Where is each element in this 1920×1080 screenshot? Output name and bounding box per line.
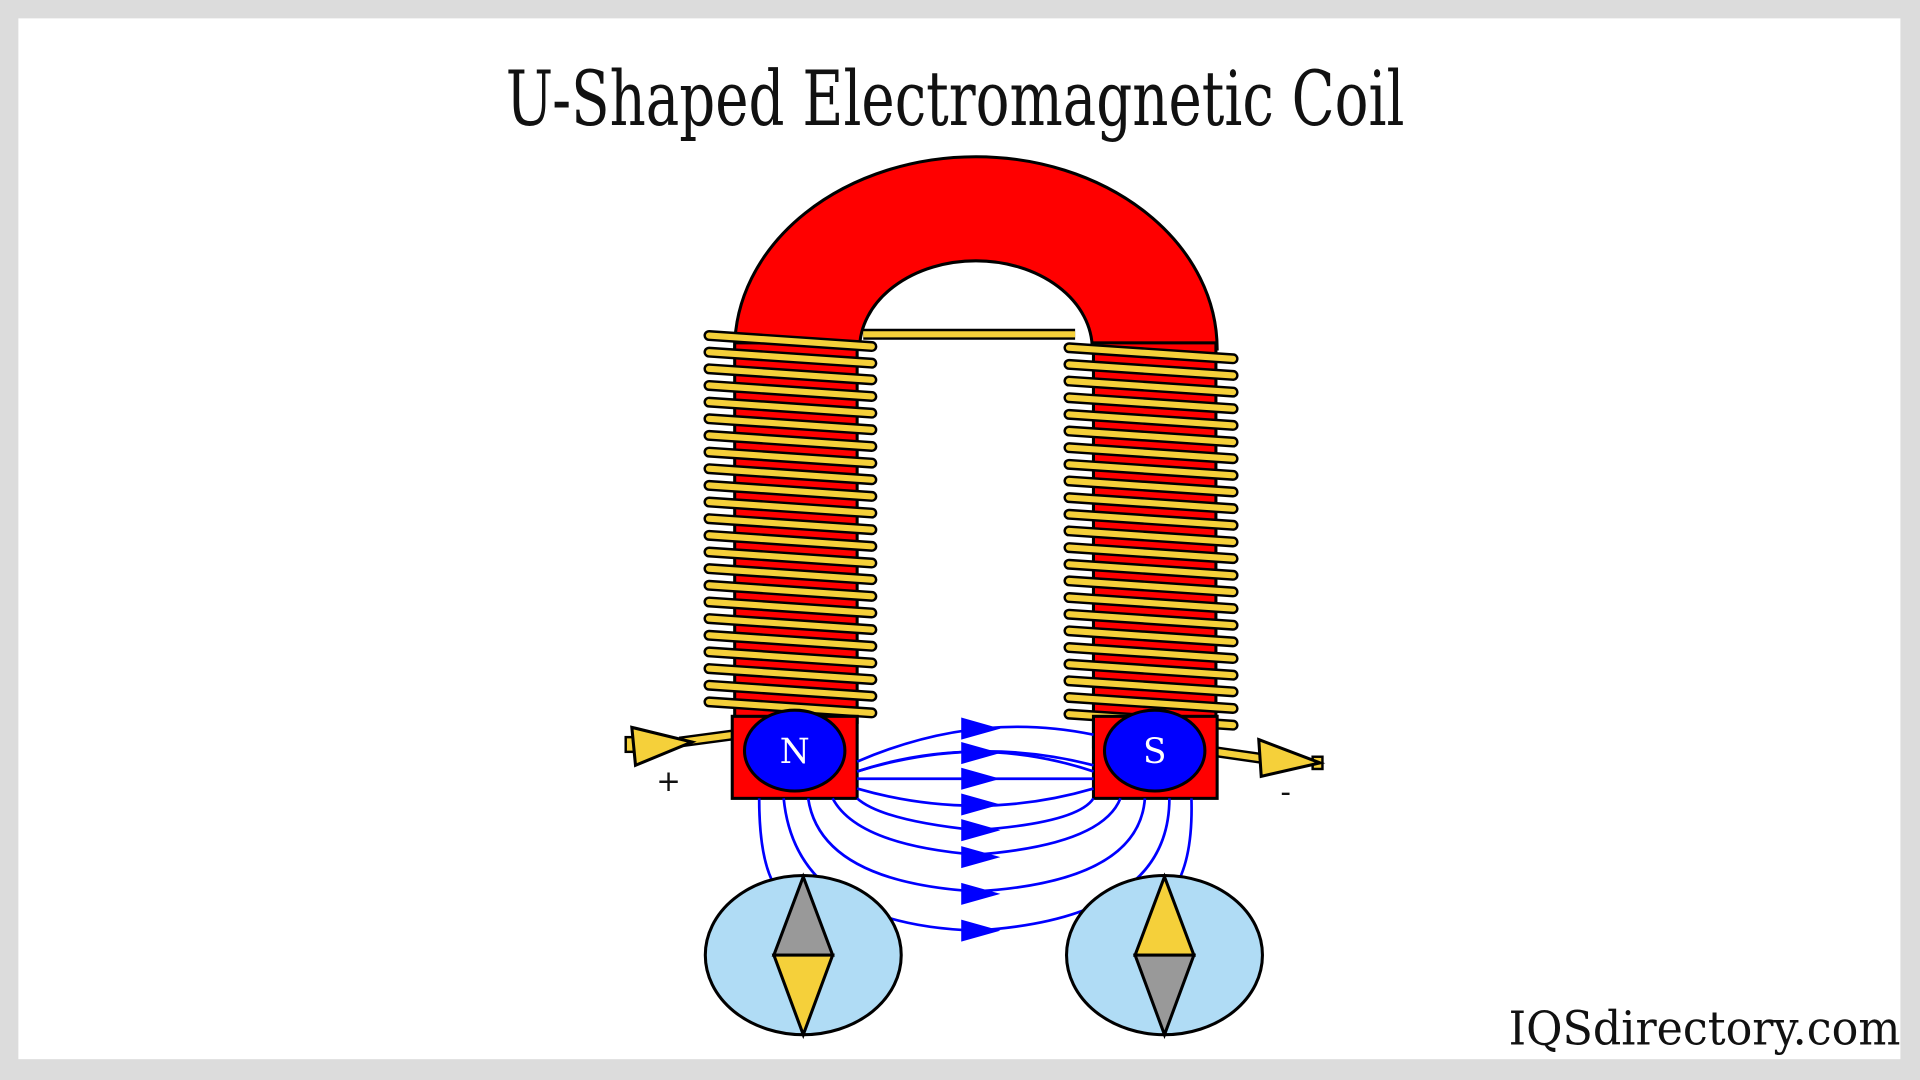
south-pole (1102, 708, 1207, 793)
coil-turn (1065, 644, 1237, 662)
right-compass (1065, 872, 1264, 1040)
coil-turn (705, 648, 875, 666)
coil-turn (1065, 411, 1237, 429)
coil-turn (705, 632, 875, 650)
coil-turn (1065, 611, 1237, 629)
coil-turn (1065, 344, 1237, 362)
diagram-title: U-Shaped Electromagnetic Coil (506, 55, 1405, 143)
coil-turn (1065, 577, 1237, 595)
coil-turn (1065, 427, 1237, 446)
coil-turn (705, 399, 875, 417)
coil-turn (1065, 444, 1237, 462)
coil-turn (1065, 511, 1237, 529)
coil-turn (1065, 378, 1237, 396)
coil-turn (1065, 661, 1237, 679)
left-coil (703, 330, 878, 719)
coil-turn (705, 415, 875, 433)
coil-turn (705, 698, 875, 716)
arrow-icon (961, 767, 1001, 790)
coil-turn (705, 598, 875, 617)
coil-turn (705, 515, 875, 533)
coil-turn (1065, 361, 1237, 379)
coil-turn (705, 465, 875, 483)
coil-turn (705, 548, 875, 567)
coil-turn (1065, 594, 1237, 612)
coil-turn (705, 349, 875, 367)
left-compass (703, 872, 903, 1040)
coil-turn (1065, 394, 1237, 412)
arrow-icon (961, 793, 1001, 816)
coil-turn (1065, 677, 1237, 695)
coil-turn (705, 332, 875, 350)
coil-turn (1065, 544, 1237, 562)
north-pole (742, 708, 847, 793)
negative-terminal-icon (1257, 737, 1326, 779)
arrow-icon (961, 717, 1001, 740)
coil-turn (1065, 477, 1237, 496)
arrow-icon (961, 742, 1001, 765)
arrow-icon (961, 819, 1001, 842)
north-label: N (780, 732, 810, 772)
needle-yellow-icon (771, 953, 835, 1040)
coil-turn (705, 449, 875, 467)
coil-turn (705, 665, 875, 683)
coil-turn (1065, 627, 1237, 645)
coil-turn (705, 615, 875, 633)
field-direction-arrows (961, 717, 1001, 942)
south-label: S (1143, 732, 1166, 772)
negative-label: - (1280, 775, 1291, 809)
arrow-icon (961, 846, 1001, 869)
coil-turn (1065, 461, 1237, 479)
arrow-icon (961, 919, 1001, 942)
arrow-icon (961, 882, 1001, 905)
needle-gray-icon (1132, 953, 1197, 1040)
coil-turn (705, 682, 875, 700)
positive-terminal-icon (630, 725, 697, 768)
coil-turn (705, 432, 875, 450)
coil-turn (705, 582, 875, 600)
coil-turn (1065, 527, 1237, 546)
coil-turn (705, 482, 875, 500)
u-core-arch (733, 155, 1219, 351)
coil-turn (1065, 561, 1237, 579)
positive-label: + (656, 764, 681, 798)
coil-turn (705, 565, 875, 583)
coil-turn (705, 365, 875, 383)
coil-turn (1065, 494, 1237, 512)
coil-turn (705, 382, 875, 400)
coil-turn (1065, 694, 1237, 712)
coil-turn (705, 532, 875, 550)
right-coil (1063, 342, 1239, 731)
watermark: IQSdirectory.com (1509, 1001, 1901, 1055)
coil-turn (705, 498, 875, 517)
